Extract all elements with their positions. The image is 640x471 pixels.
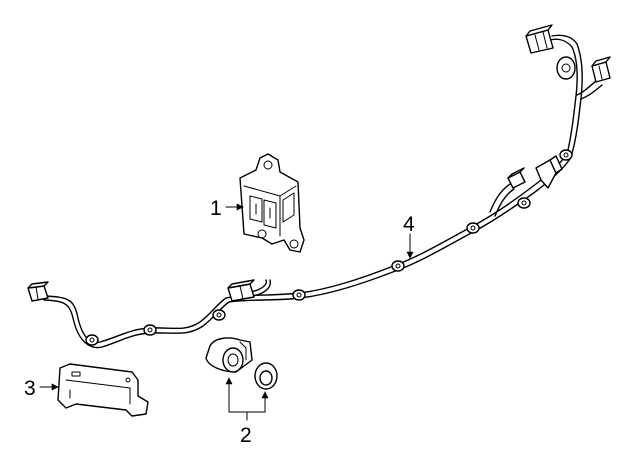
callout-4: 4: [403, 213, 415, 236]
callout-3: 3: [24, 377, 36, 400]
wiring-harness: [27, 24, 611, 349]
control-module: [239, 153, 305, 253]
branch-connector: [507, 167, 526, 189]
callout-2: 2: [240, 424, 252, 447]
callout-1: 1: [210, 197, 222, 220]
harness-plug-connector: [227, 279, 255, 302]
callout-2-bracket: [225, 377, 269, 421]
sensor-module: [57, 363, 149, 417]
sensor-retainer-ring: [254, 362, 278, 390]
parking-sensor: [205, 337, 253, 373]
top-right-connector: [591, 56, 611, 83]
left-connector: [27, 281, 49, 302]
harness-bracket: [535, 155, 563, 189]
top-connector: [525, 24, 554, 54]
